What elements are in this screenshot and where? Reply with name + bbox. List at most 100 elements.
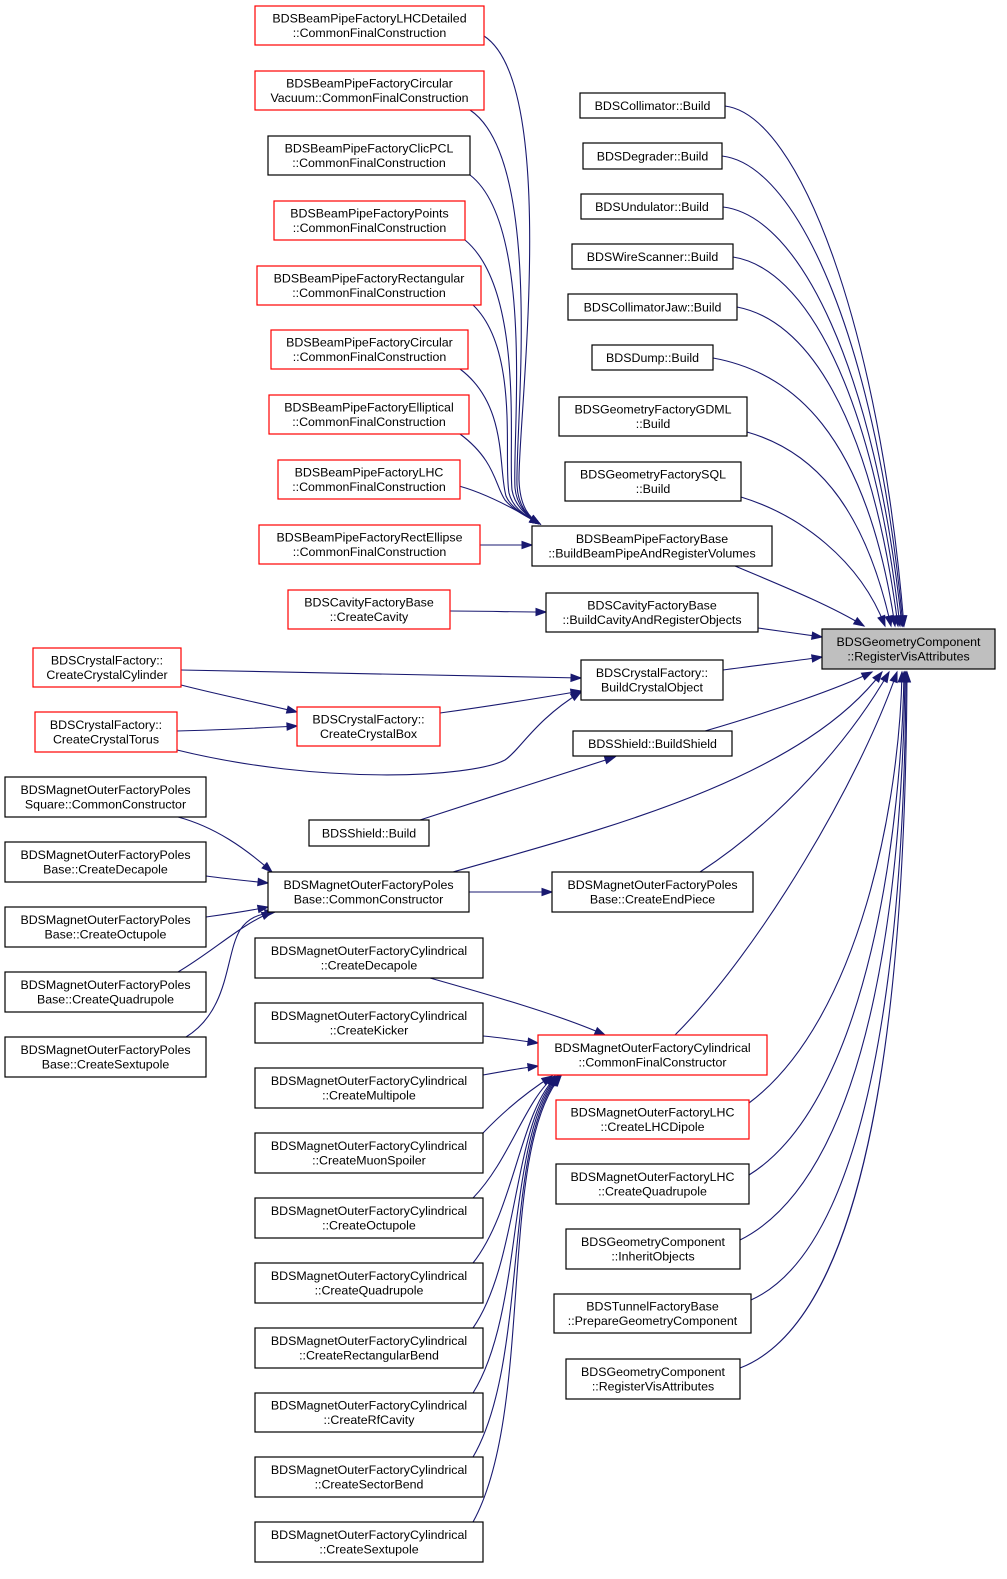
- node-box: [580, 193, 724, 220]
- node-label-line: BDSShield::BuildShield: [588, 737, 717, 751]
- node-shield-b[interactable]: BDSShield::Build: [308, 819, 430, 847]
- node-box: [254, 1327, 484, 1369]
- node-label-line: ::CommonFinalConstruction: [292, 480, 446, 494]
- node-label-line: ::CommonFinalConstruction: [293, 26, 447, 40]
- node-box: [308, 819, 430, 847]
- node-label-line: Base::CreateOctupole: [45, 928, 167, 942]
- node-label-line: ::CommonFinalConstruction: [292, 286, 446, 300]
- node-mofc-deca[interactable]: BDSMagnetOuterFactoryCylindrical::Create…: [254, 937, 484, 979]
- node-bpf-ellip[interactable]: BDSBeamPipeFactoryElliptical::CommonFina…: [268, 394, 470, 435]
- node-box: [254, 1456, 484, 1498]
- node-collimatorjaw[interactable]: BDSCollimatorJaw::Build: [567, 293, 738, 321]
- node-label-line: BDSDegrader::Build: [597, 149, 709, 163]
- node-moflhc-quad[interactable]: BDSMagnetOuterFactoryLHC::CreateQuadrupo…: [555, 1163, 750, 1205]
- node-dump[interactable]: BDSDump::Build: [591, 344, 714, 371]
- node-box: [254, 1067, 484, 1109]
- node-undulator[interactable]: BDSUndulator::Build: [580, 193, 724, 220]
- node-box: [4, 906, 207, 948]
- node-mofp-deca[interactable]: BDSMagnetOuterFactoryPolesBase::CreateDe…: [4, 841, 207, 883]
- node-label-line: BDSCrystalFactory::: [50, 718, 162, 732]
- node-label-line: BDSCollimatorJaw::Build: [584, 300, 722, 314]
- node-box: [821, 628, 996, 670]
- edge-mofc_octu-to-mofc_common: [472, 1075, 556, 1199]
- node-collimator[interactable]: BDSCollimator::Build: [579, 92, 726, 119]
- node-bpf-clicpcl[interactable]: BDSBeamPipeFactoryClicPCL::CommonFinalCo…: [267, 135, 471, 176]
- node-label-line: Base::CreateDecapole: [43, 863, 168, 877]
- node-mofc-rbend[interactable]: BDSMagnetOuterFactoryCylindrical::Create…: [254, 1327, 484, 1369]
- edge-cry_cyl-to-cry_box: [180, 684, 298, 713]
- node-label-line: BDSWireScanner::Build: [587, 250, 719, 264]
- node-mofp-octu[interactable]: BDSMagnetOuterFactoryPolesBase::CreateOc…: [4, 906, 207, 948]
- node-label-line: BDSMagnetOuterFactoryPoles: [20, 1043, 190, 1057]
- node-bpf-circvac[interactable]: BDSBeamPipeFactoryCircularVacuum::Common…: [254, 70, 485, 111]
- node-mofp-quad[interactable]: BDSMagnetOuterFactoryPolesBase::CreateQu…: [4, 971, 207, 1013]
- node-bpf-points[interactable]: BDSBeamPipeFactoryPoints::CommonFinalCon…: [273, 200, 466, 241]
- node-bpf-base[interactable]: BDSBeamPipeFactoryBase::BuildBeamPipeAnd…: [531, 525, 773, 567]
- node-gc-inherit[interactable]: BDSGeometryComponent::InheritObjects: [565, 1228, 741, 1270]
- node-label-line: BDSGeometryComponent: [837, 635, 981, 649]
- node-cry-build[interactable]: BDSCrystalFactory::BuildCrystalObject: [580, 659, 724, 701]
- node-label-line: BDSMagnetOuterFactoryPoles: [20, 913, 190, 927]
- node-box: [565, 1228, 741, 1270]
- node-mofp-common[interactable]: BDSMagnetOuterFactoryPolesBase::CommonCo…: [267, 871, 470, 913]
- node-box: [254, 5, 485, 46]
- node-label-line: ::Build: [636, 482, 671, 496]
- node-label-line: BDSGeometryFactoryGDML: [575, 403, 732, 417]
- node-target[interactable]: BDSGeometryComponent::RegisterVisAttribu…: [821, 628, 996, 670]
- node-mofp-sq[interactable]: BDSMagnetOuterFactoryPolesSquare::Common…: [4, 776, 207, 818]
- node-box: [553, 1293, 752, 1334]
- node-label-line: ::InheritObjects: [611, 1250, 694, 1264]
- edge-cry_build-to-target-arrowhead: [811, 654, 824, 663]
- node-mofp-sext[interactable]: BDSMagnetOuterFactoryPolesBase::CreateSe…: [4, 1036, 207, 1078]
- node-label-line: BDSMagnetOuterFactoryPoles: [20, 848, 190, 862]
- node-label-line: BDSGeometryComponent: [581, 1235, 725, 1249]
- node-bpf-lhc[interactable]: BDSBeamPipeFactoryLHC::CommonFinalConstr…: [277, 459, 461, 500]
- node-bpf-lhcdet[interactable]: BDSBeamPipeFactoryLHCDetailed::CommonFin…: [254, 5, 485, 46]
- node-cav-build[interactable]: BDSCavityFactoryBase::BuildCavityAndRegi…: [545, 592, 759, 633]
- node-wirescanner[interactable]: BDSWireScanner::Build: [571, 243, 734, 270]
- node-box: [254, 1392, 484, 1433]
- node-box: [32, 647, 182, 688]
- node-mofc-sbend[interactable]: BDSMagnetOuterFactoryCylindrical::Create…: [254, 1456, 484, 1498]
- node-label-line: BDSBeamPipeFactoryCircular: [286, 77, 453, 91]
- edge-gc_inherit-to-target: [739, 671, 906, 1241]
- node-mofp-end[interactable]: BDSMagnetOuterFactoryPolesBase::CreateEn…: [551, 871, 754, 913]
- edge-collimatorjaw-to-target: [736, 306, 899, 627]
- edge-mofc_kick-to-mofc_common-arrowhead: [527, 1037, 540, 1046]
- node-mofc-sext[interactable]: BDSMagnetOuterFactoryCylindrical::Create…: [254, 1521, 484, 1563]
- node-box: [591, 344, 714, 371]
- edge-bpf_lhcdet-to-bpf_base: [483, 35, 541, 525]
- node-mofc-quad[interactable]: BDSMagnetOuterFactoryCylindrical::Create…: [254, 1262, 484, 1304]
- node-gc-register[interactable]: BDSGeometryComponent::RegisterVisAttribu…: [565, 1358, 741, 1400]
- node-box: [555, 1099, 750, 1140]
- node-cav-create[interactable]: BDSCavityFactoryBase::CreateCavity: [287, 589, 451, 630]
- node-bpf-rect[interactable]: BDSBeamPipeFactoryRectangular::CommonFin…: [256, 265, 482, 306]
- node-mofc-octu[interactable]: BDSMagnetOuterFactoryCylindrical::Create…: [254, 1197, 484, 1239]
- edge-bpf_lhc-to-bpf_base: [454, 484, 541, 525]
- node-label-line: BDSMagnetOuterFactoryCylindrical: [271, 1139, 467, 1153]
- node-cry-box[interactable]: BDSCrystalFactory::CreateCrystalBox: [296, 706, 441, 747]
- edge-shield_b-to-shield_bs: [419, 756, 616, 821]
- node-mofc-muon[interactable]: BDSMagnetOuterFactoryCylindrical::Create…: [254, 1132, 484, 1174]
- node-bpf-circ[interactable]: BDSBeamPipeFactoryCircular::CommonFinalC…: [270, 329, 469, 370]
- node-box: [34, 711, 178, 753]
- node-label-line: BDSMagnetOuterFactoryCylindrical: [271, 1009, 467, 1023]
- node-mofc-common[interactable]: BDSMagnetOuterFactoryCylindrical::Common…: [537, 1034, 768, 1076]
- node-label-line: BDSBeamPipeFactoryCircular: [286, 336, 453, 350]
- node-label-line: Vacuum::CommonFinalConstruction: [270, 91, 468, 105]
- node-cry-cyl[interactable]: BDSCrystalFactory::CreateCrystalCylinder: [32, 647, 182, 688]
- node-tunnel[interactable]: BDSTunnelFactoryBase::PrepareGeometryCom…: [553, 1293, 752, 1334]
- node-label-line: ::CommonFinalConstruction: [292, 156, 446, 170]
- node-bpf-rectellipse[interactable]: BDSBeamPipeFactoryRectEllipse::CommonFin…: [258, 524, 481, 565]
- node-shield-bs[interactable]: BDSShield::BuildShield: [572, 730, 733, 757]
- node-moflhc-dip[interactable]: BDSMagnetOuterFactoryLHC::CreateLHCDipol…: [555, 1099, 750, 1140]
- node-sql[interactable]: BDSGeometryFactorySQL::Build: [564, 461, 742, 502]
- node-mofc-rf[interactable]: BDSMagnetOuterFactoryCylindrical::Create…: [254, 1392, 484, 1433]
- node-mofc-kick[interactable]: BDSMagnetOuterFactoryCylindrical::Create…: [254, 1002, 484, 1044]
- node-cry-torus[interactable]: BDSCrystalFactory::CreateCrystalTorus: [34, 711, 178, 753]
- node-label-line: ::CommonFinalConstructor: [578, 1056, 726, 1070]
- node-degrader[interactable]: BDSDegrader::Build: [582, 142, 723, 170]
- node-mofc-multi[interactable]: BDSMagnetOuterFactoryCylindrical::Create…: [254, 1067, 484, 1109]
- node-gdml[interactable]: BDSGeometryFactoryGDML::Build: [558, 396, 748, 437]
